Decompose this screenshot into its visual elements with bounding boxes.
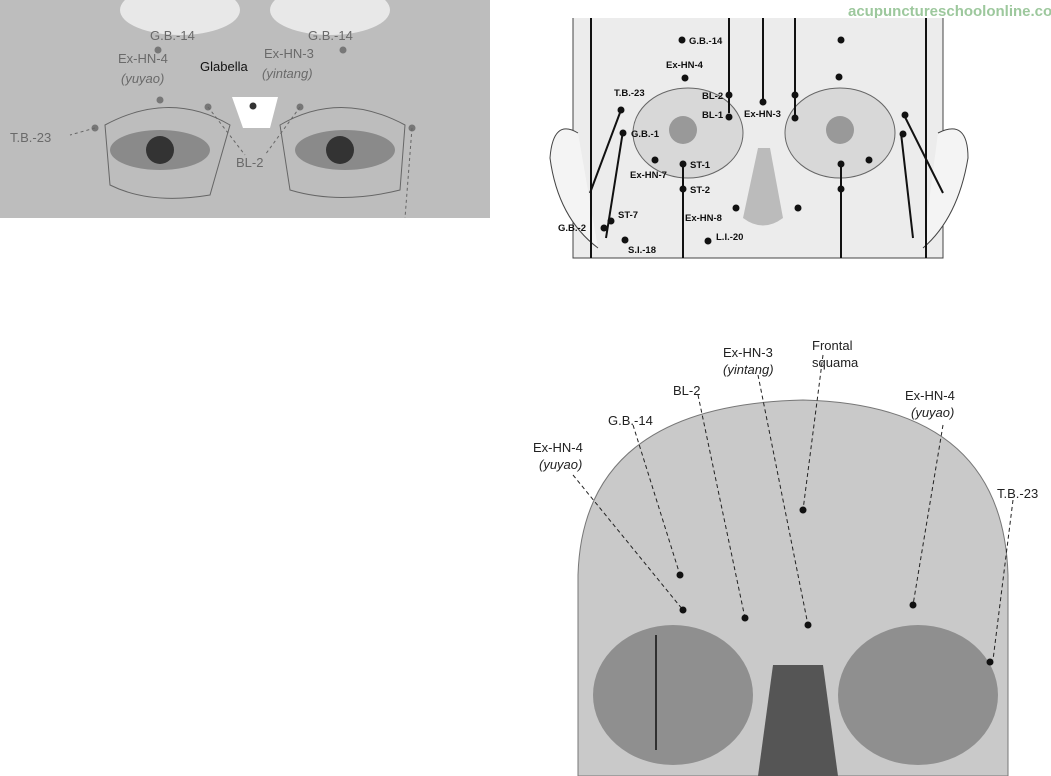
- label-gb14: G.B.-14: [689, 36, 723, 47]
- label-exhn4-right-sub: (yuyao): [911, 405, 954, 420]
- label-bl2: BL-2: [673, 383, 700, 398]
- label-bl2: BL-2: [236, 155, 263, 170]
- glabella-marker: [232, 97, 278, 128]
- label-st2: ST-2: [690, 185, 710, 196]
- label-gb14-left: G.B.-14: [150, 28, 195, 43]
- label-exhn4-left-sub: (yuyao): [539, 457, 582, 472]
- label-tb23: T.B.-23: [614, 88, 645, 99]
- label-st1: ST-1: [690, 160, 711, 171]
- label-li20: L.I.-20: [716, 232, 743, 243]
- label-st7: ST-7: [618, 210, 638, 221]
- label-exhn7: Ex-HN-7: [630, 170, 667, 181]
- label-exhn4: Ex-HN-4: [666, 60, 704, 71]
- label-tb23: T.B.-23: [997, 486, 1038, 501]
- label-tb23: T.B.-23: [10, 130, 51, 145]
- label-frontal: Frontal: [812, 338, 853, 353]
- photo-panel: G.B.-14 G.B.-14 Ex-HN-4 (yuyao) Glabella…: [0, 0, 490, 218]
- label-exhn3: Ex-HN-3: [264, 46, 314, 61]
- label-exhn3-sub: (yintang): [262, 66, 313, 81]
- label-gb1: G.B.-1: [631, 129, 660, 140]
- label-gb2: G.B.-2: [558, 223, 586, 234]
- label-exhn4-right: Ex-HN-4: [905, 388, 955, 403]
- label-si18: S.I.-18: [628, 245, 656, 256]
- label-exhn8: Ex-HN-8: [685, 213, 722, 224]
- label-exhn4-left: Ex-HN-4: [533, 440, 583, 455]
- skull-diagram: Frontal squama Ex-HN-3 (yintang) BL-2 G.…: [533, 338, 1038, 776]
- label-exhn4: Ex-HN-4: [118, 51, 168, 66]
- label-exhn3: Ex-HN-3: [744, 109, 781, 120]
- watermark: acupunctureschoolonline.com: [848, 3, 1051, 20]
- label-gb14-right: G.B.-14: [308, 28, 353, 43]
- label-squama: squama: [812, 355, 859, 370]
- label-exhn4-sub: (yuyao): [121, 71, 164, 86]
- label-exhn3-sub: (yintang): [723, 362, 774, 377]
- label-bl2: BL-2: [702, 91, 723, 102]
- face-diagram: G.B.-14 Ex-HN-4 T.B.-23 BL-2 BL-1 Ex-HN-…: [549, 18, 969, 259]
- label-gb14: G.B.-14: [608, 413, 653, 428]
- label-bl1: BL-1: [702, 110, 724, 121]
- label-glabella: Glabella: [200, 59, 248, 74]
- label-exhn3: Ex-HN-3: [723, 345, 773, 360]
